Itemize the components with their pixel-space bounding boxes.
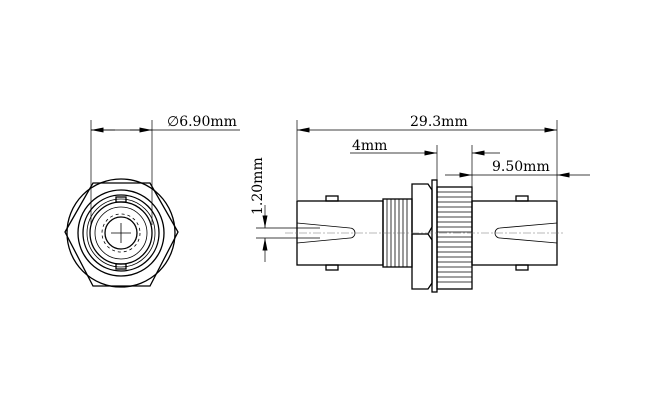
- slot-label: 1.20mm: [250, 157, 266, 215]
- overall-length-dimension: 29.3mm: [296, 114, 558, 200]
- knurl-label: 9.50mm: [492, 159, 550, 175]
- flange-label: 4mm: [352, 138, 387, 154]
- knurl-dimension: 9.50mm: [445, 159, 590, 178]
- diameter-label: ∅6.90mm: [167, 114, 237, 130]
- diameter-dimension: ∅6.90mm: [90, 114, 240, 225]
- side-view: [285, 179, 565, 293]
- slot-dimension: 1.20mm: [250, 157, 320, 262]
- front-view: [64, 178, 179, 288]
- overall-length-label: 29.3mm: [410, 114, 468, 130]
- flange-dimension: 4mm: [350, 138, 500, 187]
